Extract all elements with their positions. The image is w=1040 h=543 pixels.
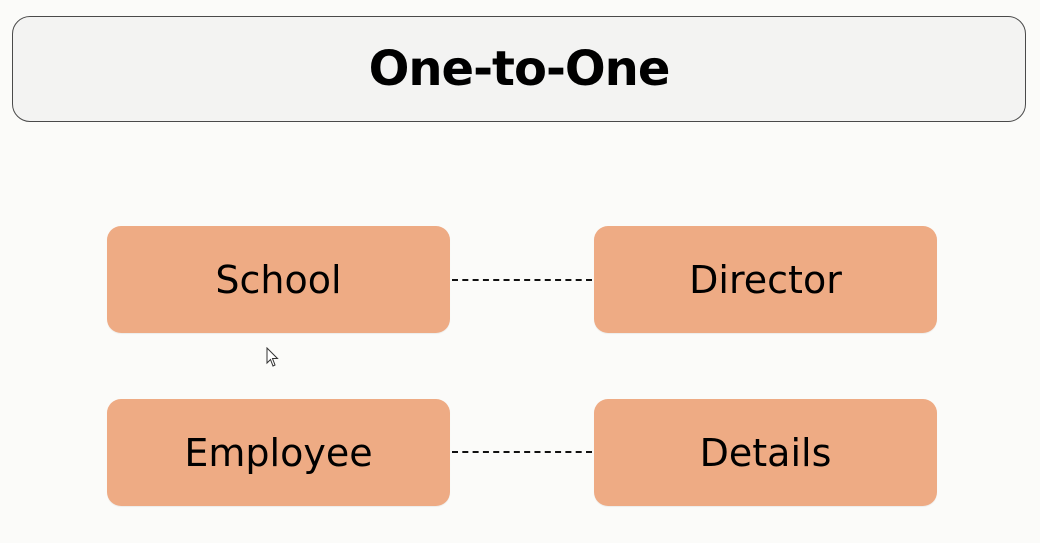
entity-details: Details — [594, 399, 937, 506]
entity-school: School — [107, 226, 450, 333]
relationship-connector-school-director — [452, 279, 592, 281]
entity-employee: Employee — [107, 399, 450, 506]
relationship-connector-employee-details — [452, 451, 592, 453]
entity-director: Director — [594, 226, 937, 333]
diagram-title: One-to-One — [368, 41, 671, 97]
mouse-pointer-icon — [266, 347, 279, 367]
title-banner: One-to-One — [12, 16, 1026, 122]
